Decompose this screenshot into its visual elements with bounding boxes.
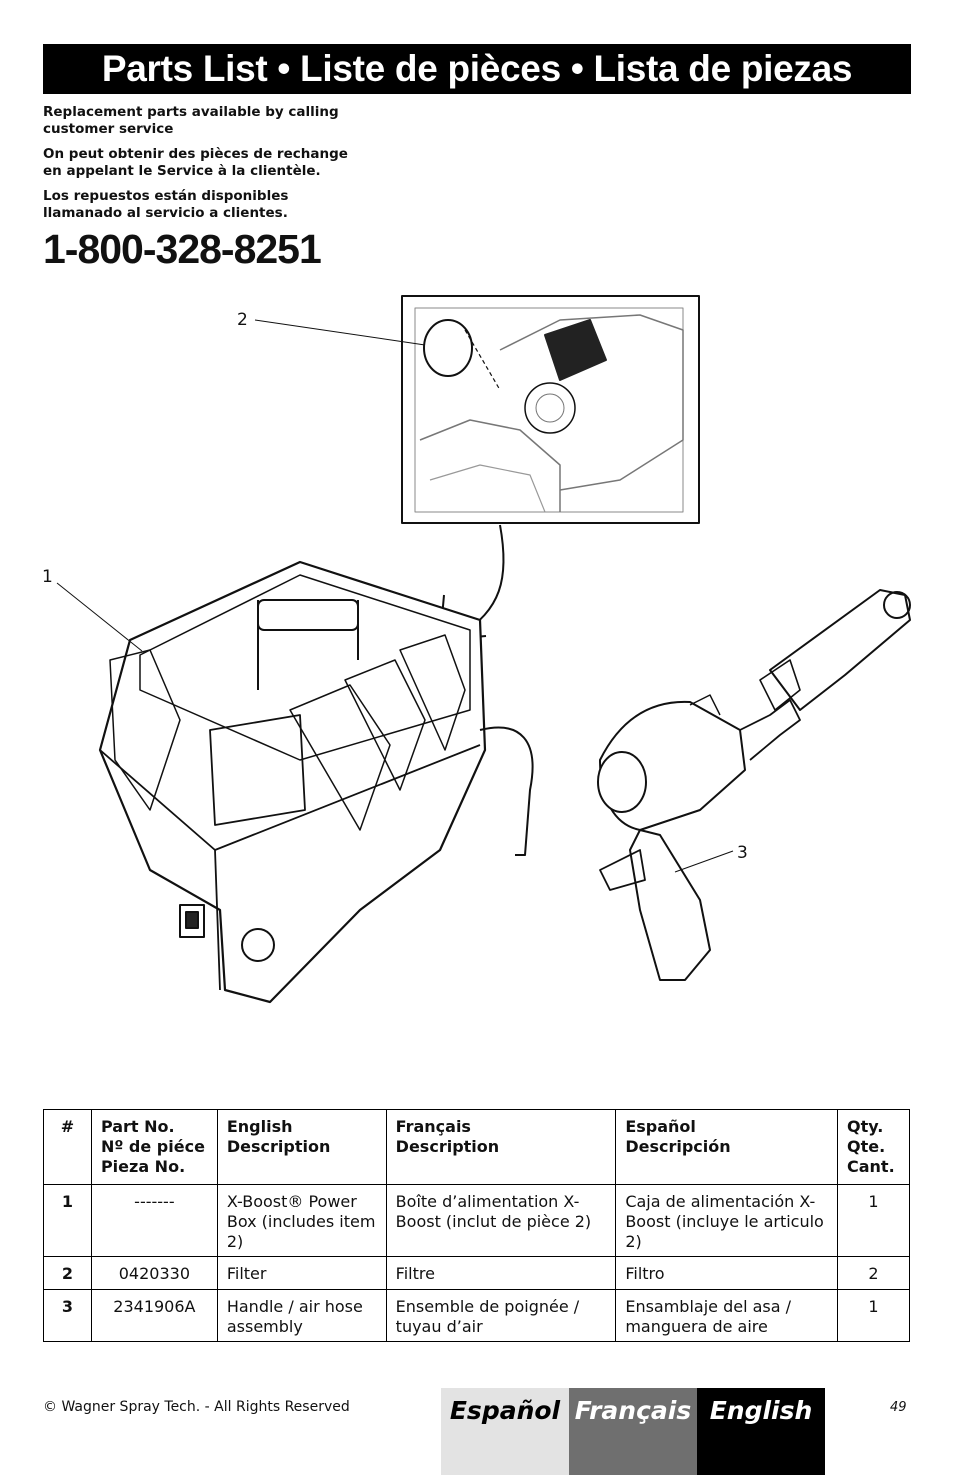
header-english: English Description — [216, 1109, 387, 1185]
row-qty: 2 — [836, 1256, 911, 1290]
row-num: 3 — [43, 1289, 92, 1342]
row-spanish: Caja de alimentación X-Boost (incluye le… — [615, 1184, 838, 1257]
header-french: Français Description — [385, 1109, 617, 1185]
tab-francais[interactable]: Français — [569, 1388, 697, 1475]
page-title: Parts List • Liste de pièces • Lista de … — [43, 44, 911, 94]
row-part-no: 0420330 — [90, 1256, 218, 1290]
copyright-notice: © Wagner Spray Tech. - All Rights Reserv… — [43, 1399, 350, 1415]
row-french: Ensemble de poignée / tuyau d’air — [385, 1289, 617, 1342]
table-row: 3 2341906A Handle / air hose assembly En… — [43, 1289, 911, 1342]
filter-detail-inset — [401, 295, 700, 524]
spray-gun-drawing — [597, 589, 911, 981]
intro-spanish: Los repuestos están disponibles llamanad… — [43, 188, 289, 221]
table-header-row: # Part No. Nº de piéce Pieza No. English… — [43, 1109, 911, 1185]
tab-english[interactable]: English — [697, 1388, 825, 1475]
intro-text: Replacement parts available by calling c… — [43, 104, 363, 230]
row-french: Boîte d’alimentation X-Boost (inclut de … — [385, 1184, 617, 1257]
tab-espanol[interactable]: Español — [441, 1388, 569, 1475]
row-num: 1 — [43, 1184, 92, 1257]
intro-english: Replacement parts available by calling c… — [43, 104, 339, 137]
parts-illustration: 2 1 3 — [42, 295, 911, 1004]
row-english: Filter — [216, 1256, 387, 1290]
phone-number: 1-800-328-8251 — [43, 226, 322, 272]
row-english: X-Boost® Power Box (includes item 2) — [216, 1184, 387, 1257]
row-qty: 1 — [836, 1289, 911, 1342]
row-num: 2 — [43, 1256, 92, 1290]
callout-2: 2 — [237, 310, 248, 330]
row-spanish: Filtro — [615, 1256, 838, 1290]
row-part-no: ------- — [90, 1184, 218, 1257]
page-number: 49 — [890, 1400, 907, 1415]
callout-3: 3 — [737, 843, 748, 863]
header-spanish: Español Descripción — [615, 1109, 838, 1185]
header-qty: Qty. Qte. Cant. — [836, 1109, 911, 1185]
power-box-drawing — [98, 560, 534, 1004]
table-row: 2 0420330 Filter Filtre Filtro 2 — [43, 1256, 911, 1290]
header-part-no: Part No. Nº de piéce Pieza No. — [90, 1109, 218, 1185]
language-tabs: Español Français English — [441, 1388, 825, 1475]
callout-1: 1 — [42, 567, 53, 587]
intro-french: On peut obtenir des pièces de rechange e… — [43, 146, 348, 179]
row-french: Filtre — [385, 1256, 617, 1290]
row-spanish: Ensamblaje del asa / manguera de aire — [615, 1289, 838, 1342]
parts-table: # Part No. Nº de piéce Pieza No. English… — [43, 1109, 911, 1342]
header-num: # — [43, 1109, 92, 1185]
row-qty: 1 — [836, 1184, 911, 1257]
row-part-no: 2341906A — [90, 1289, 218, 1342]
table-row: 1 ------- X-Boost® Power Box (includes i… — [43, 1184, 911, 1257]
row-english: Handle / air hose assembly — [216, 1289, 387, 1342]
